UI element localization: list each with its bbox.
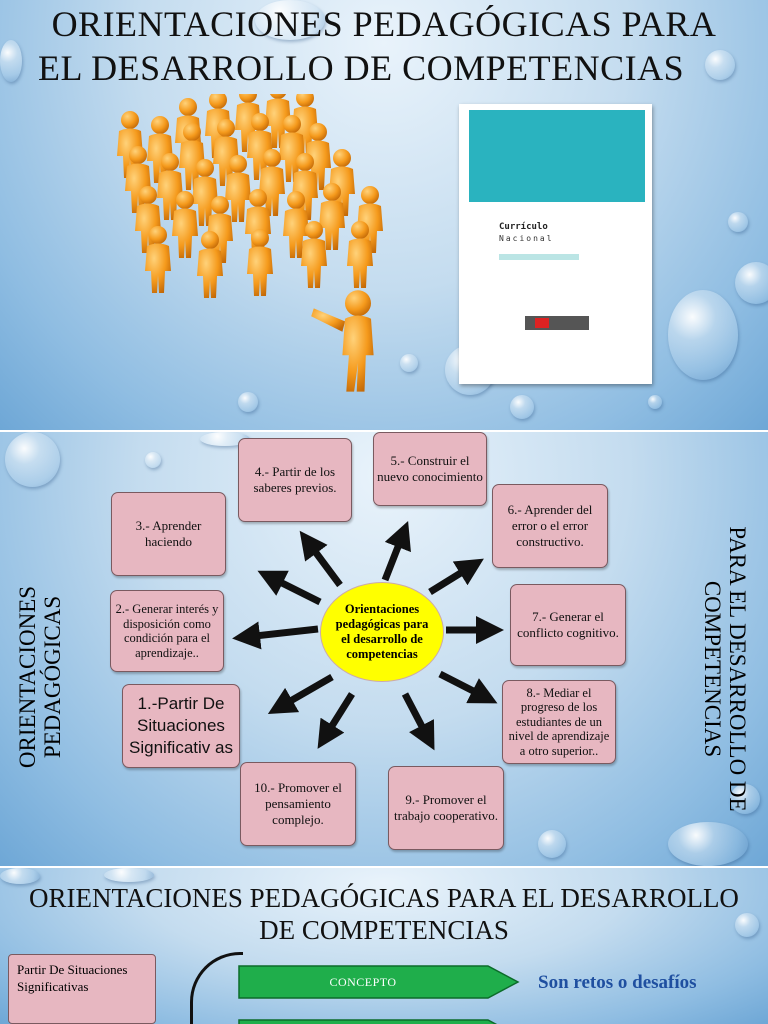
- title-line-2: DE COMPETENCIAS: [259, 915, 509, 945]
- item-7: 7.- Generar el conflicto cognitivo.: [510, 584, 626, 666]
- title-line-1: ORIENTACIONES PEDAGÓGICAS PARA: [51, 4, 717, 44]
- ministry-logo: [525, 316, 589, 330]
- curriculo-nacional-cover: Currículo Nacional: [459, 104, 652, 384]
- slide-2: ORIENTACIONES PEDAGÓGICAS PARA EL DESARR…: [0, 432, 768, 866]
- water-drop: [668, 822, 748, 866]
- item-10: 10.- Promover el pensamiento complejo.: [240, 762, 356, 846]
- arrow-to-item-1: [232, 621, 319, 650]
- presenter-figure: [311, 290, 374, 392]
- water-drop: [538, 830, 566, 858]
- orange-figures-illustration: [117, 94, 383, 392]
- concept-text: Son retos o desafíos: [538, 972, 697, 993]
- slide-3: ORIENTACIONES PEDAGÓGICAS PARA EL DESARR…: [0, 868, 768, 1024]
- water-drop: [735, 913, 759, 937]
- cover-band: [469, 110, 645, 202]
- water-drop: [728, 212, 748, 232]
- water-drop: [705, 50, 735, 80]
- water-drop: [400, 354, 418, 372]
- water-drop: [238, 392, 258, 412]
- water-drop: [104, 868, 154, 882]
- title-line-2: EL DESARROLLO DE COMPETENCIAS: [38, 48, 685, 88]
- water-drop: [255, 0, 325, 40]
- slide-1-title: ORIENTACIONES PEDAGÓGICAS PARA EL DESARR…: [0, 2, 768, 90]
- item-3: 3.- Aprender haciendo: [111, 492, 226, 576]
- water-drop: [145, 452, 161, 468]
- center-concept: Orientaciones pedagógicas para el desarr…: [320, 582, 444, 682]
- slide-1: ORIENTACIONES PEDAGÓGICAS PARA EL DESARR…: [0, 0, 768, 430]
- water-drop: [0, 40, 22, 82]
- situaciones-box: Partir De Situaciones Significativas: [8, 954, 156, 1024]
- concept-label: CONCEPTO: [329, 974, 397, 989]
- item-2: 2.- Generar interés y disposición como c…: [110, 590, 224, 672]
- slide-3-title: ORIENTACIONES PEDAGÓGICAS PARA EL DESARR…: [0, 882, 768, 946]
- water-drop: [730, 784, 760, 814]
- item-6: 6.- Aprender del error o el error constr…: [492, 484, 608, 568]
- cover-line: [499, 254, 579, 260]
- water-drop: [200, 432, 250, 446]
- item-8: 8.- Mediar el progreso de los estudiante…: [502, 680, 616, 764]
- item-5: 5.- Construir el nuevo conocimiento: [373, 432, 487, 506]
- bracket: [190, 952, 243, 1024]
- cover-title: Currículo: [499, 222, 548, 232]
- item-4: 4.- Partir de los saberes previos.: [238, 438, 352, 522]
- radial-arrows: [232, 520, 504, 751]
- second-arrow: [238, 1018, 520, 1024]
- water-drop: [5, 432, 60, 487]
- water-drop: [510, 395, 534, 419]
- concept-arrow: CONCEPTO: [238, 964, 520, 1000]
- water-drop: [0, 868, 40, 884]
- water-drop: [668, 290, 738, 380]
- item-9: 9.- Promover el trabajo cooperativo.: [388, 766, 504, 850]
- cover-subtitle: Nacional: [499, 234, 554, 243]
- item-1: 1.-Partir De Situaciones Significativ as: [122, 684, 240, 768]
- water-drop: [735, 262, 768, 304]
- water-drop: [648, 395, 662, 409]
- audience-group: [117, 94, 383, 298]
- title-line-1: ORIENTACIONES PEDAGÓGICAS PARA EL DESARR…: [29, 883, 739, 913]
